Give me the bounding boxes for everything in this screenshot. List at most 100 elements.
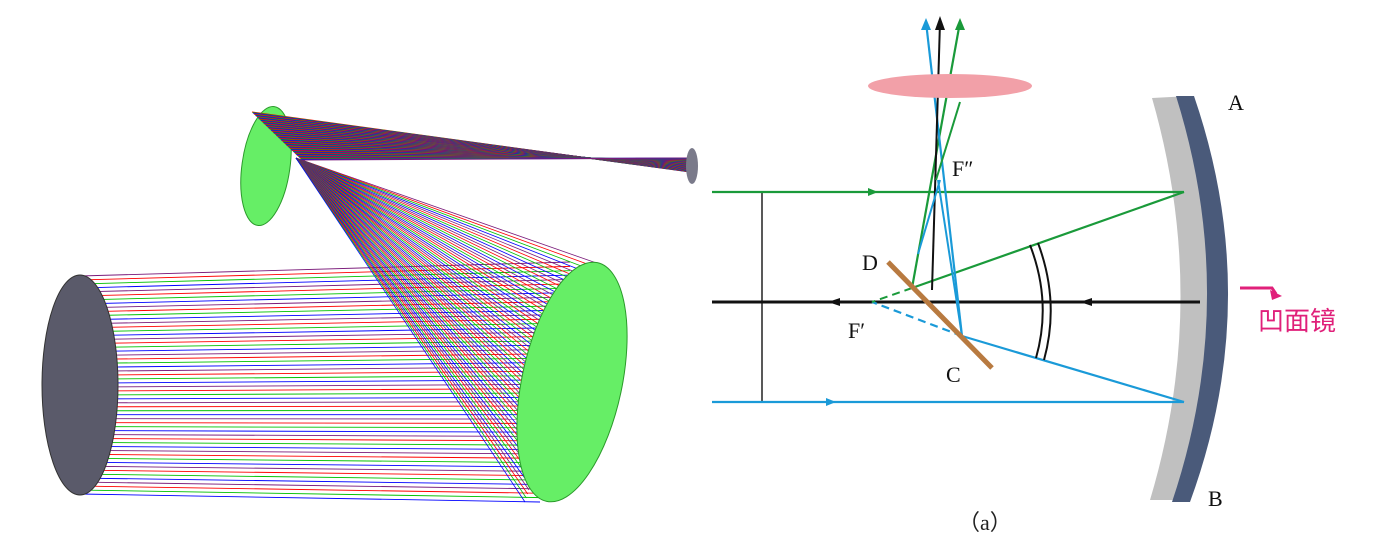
parallel-ray: [89, 457, 550, 464]
converging-ray: [295, 157, 604, 271]
converging-ray: [295, 157, 599, 287]
converging-ray: [295, 157, 550, 431]
parallel-ray: [87, 465, 548, 472]
converging-ray: [295, 157, 538, 467]
converging-ray: [295, 157, 591, 311]
converging-ray: [295, 157, 592, 307]
raytrace-render: [41, 105, 698, 503]
converging-ray: [295, 157, 526, 503]
parallel-ray: [92, 445, 553, 451]
axis-arrow: [828, 298, 840, 306]
parallel-ray: [81, 265, 571, 281]
converging-ray: [295, 157, 581, 339]
detector: [686, 148, 698, 184]
converging-ray: [295, 157, 568, 379]
converging-ray: [295, 157, 545, 447]
converging-ray: [295, 157, 606, 267]
converging-ray: [295, 157, 529, 495]
converging-ray: [295, 157, 534, 479]
converging-ray: [295, 157, 554, 419]
parallel-ray: [79, 493, 541, 503]
label-A: A: [1228, 90, 1244, 115]
converging-ray: [295, 157, 533, 483]
parallel-ray: [81, 489, 542, 499]
parallel-ray: [99, 361, 568, 368]
parallel-ray: [79, 261, 571, 277]
label-C: C: [946, 362, 961, 387]
converging-ray-cone: [295, 157, 606, 503]
converging-ray: [295, 157, 553, 423]
parallel-ray: [90, 305, 570, 317]
parallel-ray: [93, 442, 554, 446]
converging-ray: [295, 157, 560, 403]
converging-ray: [295, 157, 530, 491]
converging-ray: [295, 157, 557, 411]
mirror-pointer: [1240, 286, 1278, 295]
converging-ray: [295, 157, 593, 303]
black-ray-arrow: [935, 16, 945, 30]
converging-ray: [295, 157, 589, 315]
parallel-ray: [91, 449, 552, 455]
blue-ray-arrow: [921, 18, 931, 30]
converging-ray: [295, 157, 577, 351]
parallel-ray: [86, 469, 547, 477]
telescope-diagram: A B C D F′ F″ 凹面镜 （a）: [712, 16, 1336, 535]
parallel-ray: [84, 477, 545, 485]
converging-ray: [295, 157, 587, 323]
converging-ray: [295, 157, 556, 415]
concave-mirror: [1172, 96, 1229, 502]
primary-mirror: [516, 261, 628, 503]
converging-ray: [295, 157, 541, 459]
converging-ray: [295, 157, 549, 435]
parallel-ray: [99, 375, 566, 380]
converging-ray: [295, 157, 542, 455]
diagonal-mirror: [886, 260, 994, 370]
parallel-ray: [82, 270, 571, 285]
converging-ray: [295, 157, 584, 331]
converging-ray: [295, 157, 570, 371]
green-ray-arrow: [868, 188, 878, 196]
parallel-ray: [99, 401, 563, 404]
green-ray-arrow: [955, 18, 965, 30]
label-F-prime: F′: [848, 318, 865, 343]
parallel-ray: [99, 396, 563, 400]
parallel-ray: [95, 331, 570, 340]
eyepiece-lens: [868, 74, 1032, 98]
focus-rays: [871, 21, 963, 337]
parallel-ray: [95, 430, 557, 433]
converging-ray: [295, 157, 552, 427]
parallel-ray: [95, 327, 570, 336]
parallel-ray: [96, 426, 558, 429]
converging-ray: [295, 157, 564, 391]
angle-arc: [1037, 242, 1052, 361]
converging-ray: [295, 157, 600, 283]
parallel-ray: [99, 388, 565, 392]
parallel-ray: [95, 434, 556, 437]
parallel-ray: [98, 353, 568, 360]
parallel-ray: [99, 370, 567, 376]
parallel-ray: [82, 485, 543, 494]
parallel-ray: [96, 335, 569, 344]
parallel-ray: [90, 453, 551, 459]
blue-ray-arrow: [826, 398, 836, 406]
parallel-ray: [93, 318, 570, 328]
parallel-ray: [88, 296, 571, 309]
parallel-ray: [84, 279, 571, 293]
mirror-label: 凹面镜: [1258, 307, 1336, 337]
converging-ray: [295, 157, 579, 347]
converging-ray: [295, 157, 576, 355]
converging-ray: [295, 157, 585, 327]
parallel-ray: [99, 405, 562, 408]
converging-ray: [295, 157, 527, 499]
parallel-ray: [94, 438, 555, 442]
converging-ray: [295, 157, 580, 343]
label-D: D: [862, 250, 878, 275]
converging-ray: [295, 157, 535, 475]
converging-ray: [295, 157, 558, 407]
converging-ray: [295, 157, 531, 487]
parallel-ray: [89, 300, 571, 313]
parallel-ray: [83, 481, 544, 490]
label-F-double-prime: F″: [952, 156, 973, 181]
parallel-ray: [88, 461, 549, 468]
